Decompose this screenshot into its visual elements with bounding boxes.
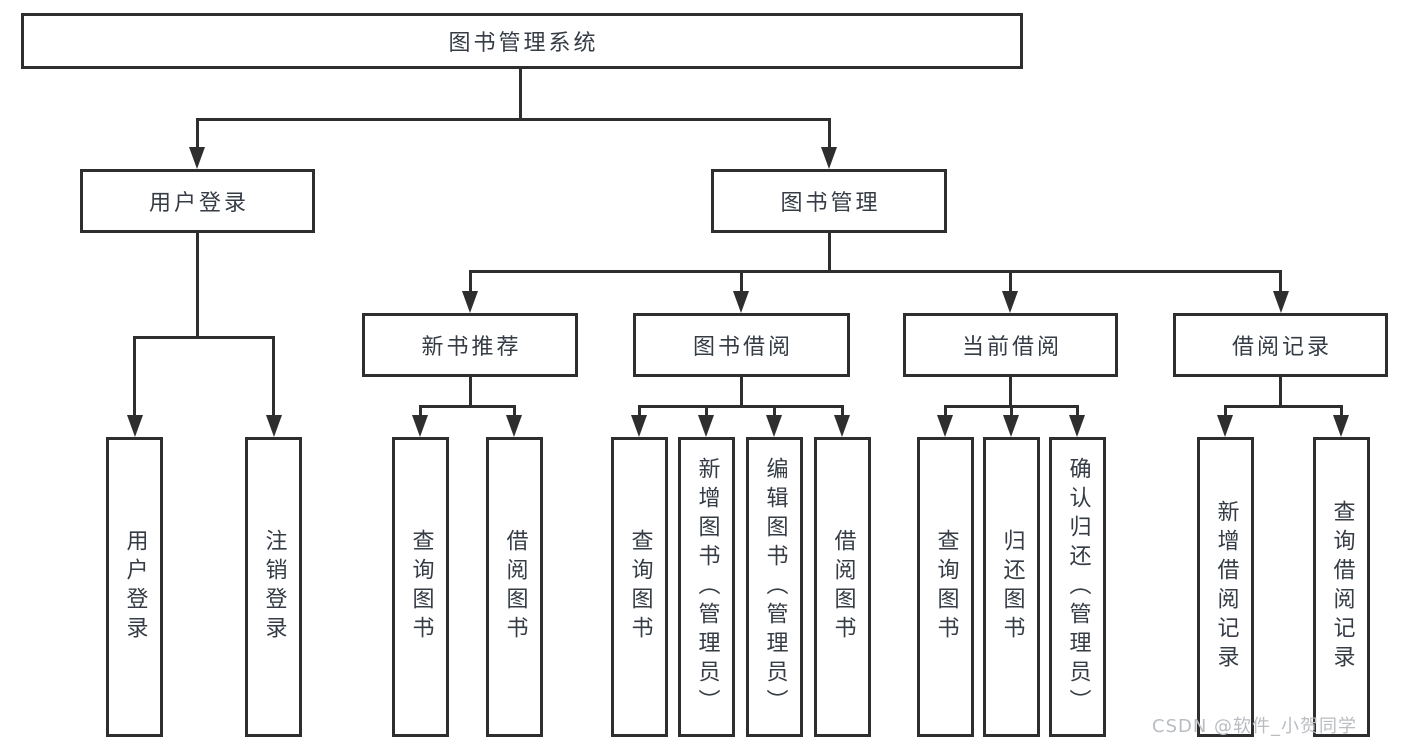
arrow-down-icon — [127, 415, 143, 437]
connector-vline — [1279, 377, 1282, 408]
node-book-management-label: 图书管理 — [780, 191, 881, 216]
leaf-borrow-book-label: 借阅图书 — [830, 529, 856, 645]
connector-vline — [828, 118, 831, 150]
leaf-current-query-book: 查询图书 — [917, 437, 974, 737]
connector-vline — [196, 233, 199, 339]
connector-vline — [705, 405, 708, 418]
leaf-borrow-query-book: 查询图书 — [611, 437, 668, 737]
leaf-add-borrow-record: 新增借阅记录 — [1197, 437, 1254, 737]
arrow-down-icon — [1217, 415, 1233, 437]
node-user-login: 用户登录 — [80, 169, 315, 233]
leaf-user-login: 用户登录 — [106, 437, 163, 737]
leaf-add-book-admin-label: 新增图书（管理员） — [694, 456, 720, 718]
connector-vline — [469, 270, 472, 294]
connector-vline — [841, 405, 844, 418]
connector-vline — [469, 377, 472, 408]
leaf-recommend-borrow-book-label: 借阅图书 — [502, 529, 528, 645]
leaf-return-book-label: 归还图书 — [999, 529, 1025, 645]
arrow-down-icon — [1333, 415, 1349, 437]
arrow-down-icon — [412, 415, 428, 437]
arrow-down-icon — [821, 147, 837, 169]
node-current-borrow-label: 当前借阅 — [961, 335, 1062, 360]
leaf-add-book-admin: 新增图书（管理员） — [678, 437, 735, 737]
connector-vline — [519, 69, 522, 121]
leaf-return-book: 归还图书 — [983, 437, 1040, 737]
connector-hline — [638, 405, 844, 408]
node-borrow-records: 借阅记录 — [1173, 313, 1388, 377]
leaf-logout: 注销登录 — [245, 437, 302, 737]
node-new-book-recommend-label: 新书推荐 — [421, 335, 522, 360]
connector-hline — [469, 270, 1282, 273]
arrow-down-icon — [506, 415, 522, 437]
connector-vline — [196, 118, 199, 150]
arrow-down-icon — [834, 415, 850, 437]
node-root: 图书管理系统 — [21, 13, 1023, 69]
arrow-down-icon — [698, 415, 714, 437]
connector-vline — [1009, 270, 1012, 294]
node-new-book-recommend: 新书推荐 — [362, 313, 578, 377]
arrow-down-icon — [1003, 415, 1019, 437]
connector-vline — [1340, 405, 1343, 418]
node-root-label: 图书管理系统 — [448, 31, 599, 56]
arrow-down-icon — [937, 415, 953, 437]
leaf-logout-label: 注销登录 — [261, 529, 287, 645]
node-book-borrow: 图书借阅 — [633, 313, 850, 377]
node-book-borrow-label: 图书借阅 — [692, 335, 793, 360]
leaf-query-borrow-record: 查询借阅记录 — [1313, 437, 1370, 737]
leaf-query-borrow-record-label: 查询借阅记录 — [1329, 500, 1355, 674]
leaf-add-borrow-record-label: 新增借阅记录 — [1213, 500, 1239, 674]
arrow-down-icon — [1069, 415, 1085, 437]
connector-vline — [133, 336, 136, 418]
connector-vline — [1009, 377, 1012, 408]
arrow-down-icon — [266, 415, 282, 437]
arrow-down-icon — [1002, 291, 1018, 313]
connector-vline — [272, 336, 275, 418]
leaf-recommend-query-book: 查询图书 — [392, 437, 449, 737]
connector-vline — [513, 405, 516, 418]
connector-vline — [1224, 405, 1227, 418]
arrow-down-icon — [766, 415, 782, 437]
leaf-edit-book-admin: 编辑图书（管理员） — [746, 437, 803, 737]
connector-vline — [1279, 270, 1282, 294]
arrow-down-icon — [733, 291, 749, 313]
connector-hline — [1224, 405, 1343, 408]
arrow-down-icon — [631, 415, 647, 437]
node-borrow-records-label: 借阅记录 — [1231, 335, 1332, 360]
connector-hline — [419, 405, 516, 408]
connector-vline — [419, 405, 422, 418]
arrow-down-icon — [1273, 291, 1289, 313]
leaf-borrow-book: 借阅图书 — [814, 437, 871, 737]
leaf-confirm-return-admin-label: 确认归还（管理员） — [1065, 456, 1091, 718]
leaf-user-login-label: 用户登录 — [122, 529, 148, 645]
arrow-down-icon — [189, 147, 205, 169]
leaf-borrow-query-book-label: 查询图书 — [627, 529, 653, 645]
leaf-edit-book-admin-label: 编辑图书（管理员） — [762, 456, 788, 718]
connector-hline — [133, 336, 275, 339]
node-current-borrow: 当前借阅 — [903, 313, 1118, 377]
arrow-down-icon — [462, 291, 478, 313]
connector-hline — [196, 118, 831, 121]
connector-vline — [1076, 405, 1079, 418]
connector-vline — [638, 405, 641, 418]
node-book-management: 图书管理 — [711, 169, 947, 233]
leaf-confirm-return-admin: 确认归还（管理员） — [1049, 437, 1106, 737]
connector-vline — [740, 377, 743, 408]
leaf-current-query-book-label: 查询图书 — [933, 529, 959, 645]
connector-vline — [828, 233, 831, 273]
csdn-watermark: CSDN @软件_小贺同学 — [1152, 716, 1358, 737]
connector-vline — [740, 270, 743, 294]
connector-vline — [944, 405, 947, 418]
connector-vline — [773, 405, 776, 418]
connector-vline — [1010, 405, 1013, 418]
leaf-recommend-query-book-label: 查询图书 — [408, 529, 434, 645]
leaf-recommend-borrow-book: 借阅图书 — [486, 437, 543, 737]
node-user-login-label: 用户登录 — [148, 191, 249, 216]
